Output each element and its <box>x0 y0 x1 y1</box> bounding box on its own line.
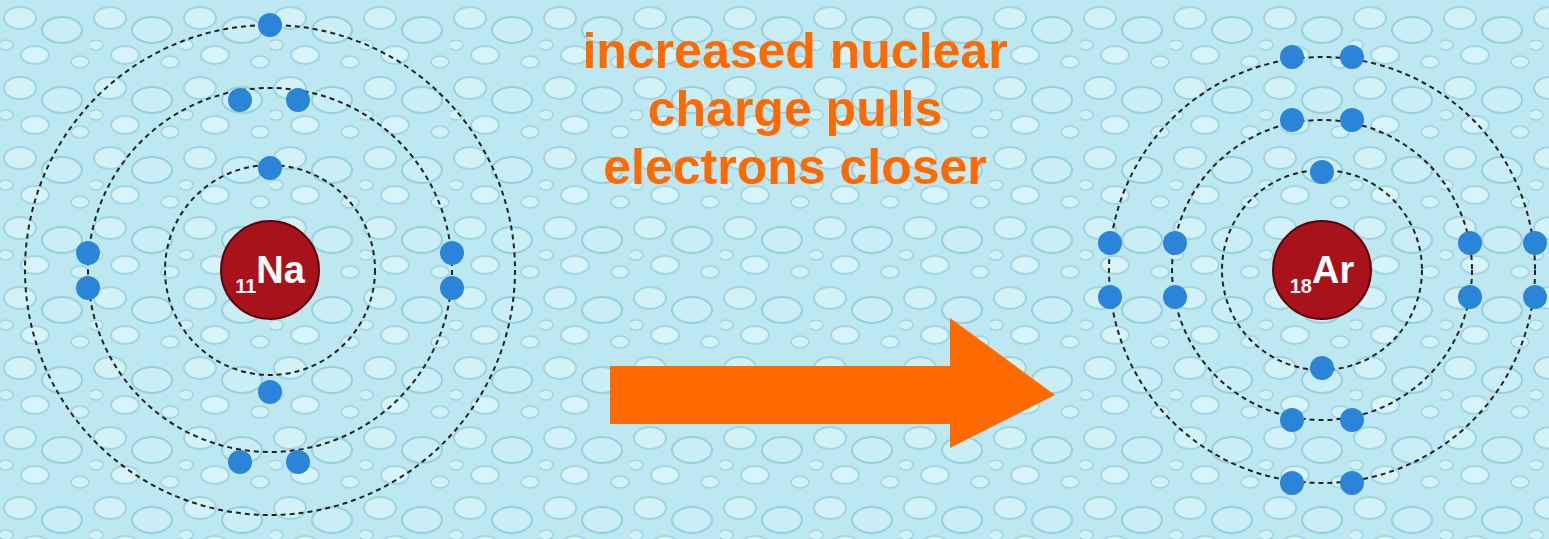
electron <box>440 241 464 265</box>
electron <box>1098 285 1122 309</box>
electron <box>258 13 282 37</box>
element-symbol: 18Ar <box>1290 249 1354 292</box>
electron <box>228 88 252 112</box>
electron <box>1458 231 1482 255</box>
electron-shell <box>25 25 515 515</box>
electron-shell <box>1222 170 1422 370</box>
electron <box>1458 285 1482 309</box>
electron <box>258 156 282 180</box>
nucleus-circle: 18Ar <box>1271 219 1373 321</box>
atomic-number: 18 <box>1290 275 1312 297</box>
electron <box>1280 408 1304 432</box>
electron <box>1340 408 1364 432</box>
electron <box>228 450 252 474</box>
electron <box>286 450 310 474</box>
electrons <box>76 13 1547 495</box>
electron <box>76 276 100 300</box>
electron-shell <box>1109 57 1535 483</box>
caption-text: increased nuclear charge pulls electrons… <box>545 22 1045 196</box>
arrow <box>610 318 1055 448</box>
electron <box>1280 108 1304 132</box>
electron <box>1310 356 1334 380</box>
electron <box>1340 471 1364 495</box>
electron <box>1163 231 1187 255</box>
electron <box>1280 471 1304 495</box>
electron <box>1340 108 1364 132</box>
electron <box>76 241 100 265</box>
electron <box>1163 285 1187 309</box>
atomic-number: 11 <box>235 275 256 297</box>
electron <box>1340 45 1364 69</box>
electron <box>1523 285 1547 309</box>
electron <box>1523 231 1547 255</box>
element-name: Ar <box>1312 249 1354 291</box>
nucleus-circle: 11Na <box>219 219 321 321</box>
electron-shell <box>88 88 452 452</box>
electron <box>1280 45 1304 69</box>
electron <box>286 88 310 112</box>
electron <box>1098 231 1122 255</box>
electron <box>258 380 282 404</box>
electron-shell <box>1172 120 1472 420</box>
element-symbol: 11Na <box>235 249 305 292</box>
electron-shell <box>165 165 375 375</box>
electron <box>440 276 464 300</box>
electron <box>1310 160 1334 184</box>
element-name: Na <box>256 249 305 291</box>
